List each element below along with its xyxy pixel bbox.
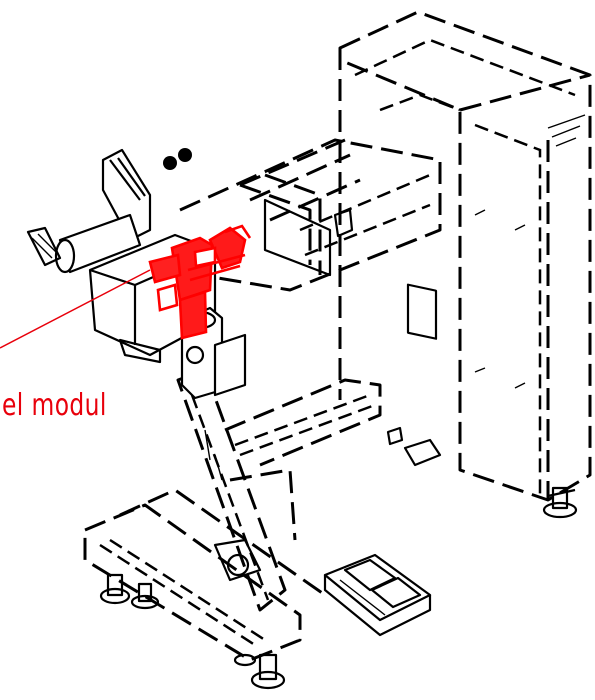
callout-leader <box>0 269 151 349</box>
base-feet <box>99 573 286 690</box>
cabinet-foot <box>542 486 578 519</box>
horizontal-beam <box>179 138 442 292</box>
callout-label: el modul <box>2 388 107 423</box>
sensor-arm <box>26 148 152 274</box>
cabinet <box>338 10 592 502</box>
lower-crossbar <box>224 378 442 467</box>
base-frame <box>83 488 326 662</box>
foot-pedal <box>323 553 432 637</box>
highlighted-module <box>148 224 252 340</box>
knobs <box>163 148 192 170</box>
